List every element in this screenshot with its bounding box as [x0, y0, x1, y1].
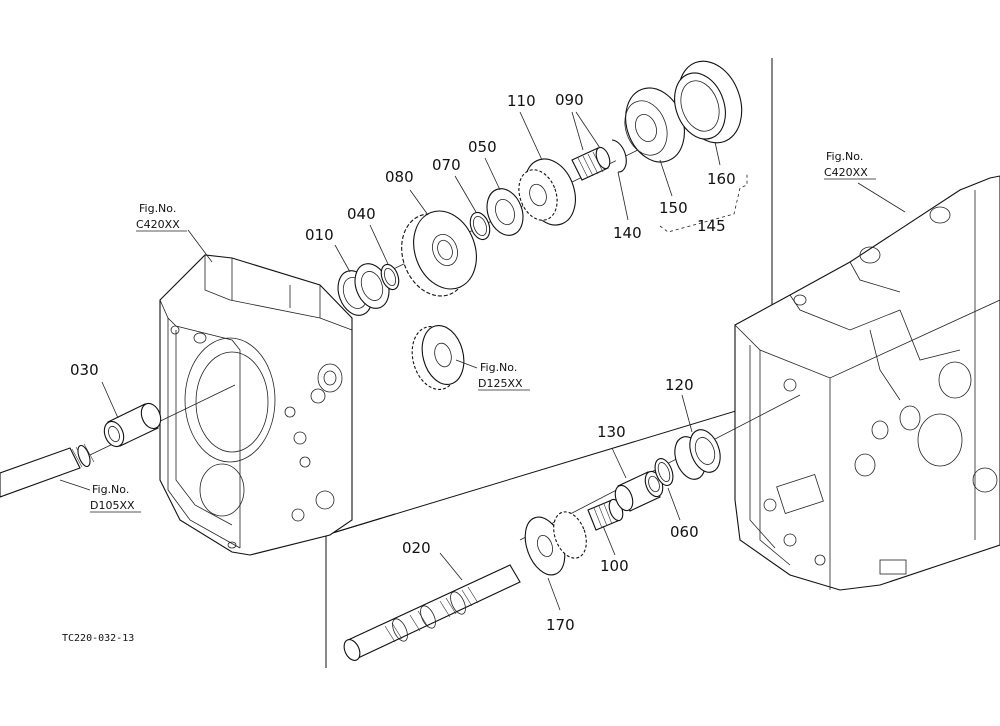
gear-fig-d125 — [411, 325, 465, 390]
input-shaft-stub — [0, 384, 236, 498]
main-shaft-020 — [343, 564, 521, 661]
collar-050 — [486, 188, 524, 236]
fig-shaft-code: D105XX — [90, 499, 135, 512]
part-labels: 010 040 080 070 050 110 090 140 150 145 … — [70, 91, 736, 634]
fig-right-title: Fig.No. — [826, 150, 863, 163]
label-130: 130 — [597, 423, 626, 441]
fig-gear-code: D125XX — [478, 377, 523, 390]
drawing-code: TC220-032-13 — [62, 633, 134, 644]
assembly-divider-lines — [325, 58, 773, 668]
label-120: 120 — [665, 376, 694, 394]
label-140: 140 — [613, 224, 642, 242]
fig-left-title: Fig.No. — [139, 202, 176, 215]
label-090: 090 — [555, 91, 584, 109]
figure-ref-shaft: Fig.No. D105XX — [90, 483, 141, 513]
label-170: 170 — [546, 616, 575, 634]
label-100: 100 — [600, 557, 629, 575]
gear-170 — [524, 511, 587, 576]
figure-ref-right-case: Fig.No. C420XX — [824, 150, 876, 180]
fig-gear-title: Fig.No. — [480, 361, 517, 374]
fig-shaft-title: Fig.No. — [92, 483, 129, 496]
label-040: 040 — [347, 205, 376, 223]
leader-lines — [59, 111, 906, 611]
label-060: 060 — [670, 523, 699, 541]
figure-ref-gear: Fig.No. D125XX — [478, 361, 530, 391]
label-010: 010 — [305, 226, 334, 244]
right-transmission-case — [734, 175, 1000, 591]
bearing-120 — [674, 429, 721, 480]
label-145: 145 — [697, 217, 726, 235]
needle-bearing-090 — [571, 146, 611, 181]
label-020: 020 — [402, 539, 431, 557]
snap-ring-060 — [654, 458, 674, 486]
label-050: 050 — [468, 138, 497, 156]
label-030: 030 — [70, 361, 99, 379]
gear-110 — [518, 158, 576, 226]
snap-ring-040 — [380, 263, 400, 291]
bearing-010 — [337, 263, 390, 316]
snap-ring-140 — [611, 139, 627, 173]
needle-bearing-100 — [587, 498, 624, 531]
sleeve-030 — [103, 402, 162, 448]
label-080: 080 — [385, 168, 414, 186]
figure-ref-left-case: Fig.No. C420XX — [136, 202, 187, 232]
fig-left-code: C420XX — [136, 218, 180, 231]
fig-right-code: C420XX — [824, 166, 868, 179]
gear-080 — [401, 210, 477, 297]
left-transmission-case — [159, 254, 353, 556]
hub-150 — [624, 87, 685, 163]
label-160: 160 — [707, 170, 736, 188]
label-070: 070 — [432, 156, 461, 174]
sleeve-160 — [674, 60, 743, 144]
label-150: 150 — [659, 199, 688, 217]
label-110: 110 — [507, 92, 536, 110]
sleeve-130 — [614, 470, 664, 512]
washer-070 — [469, 211, 491, 241]
